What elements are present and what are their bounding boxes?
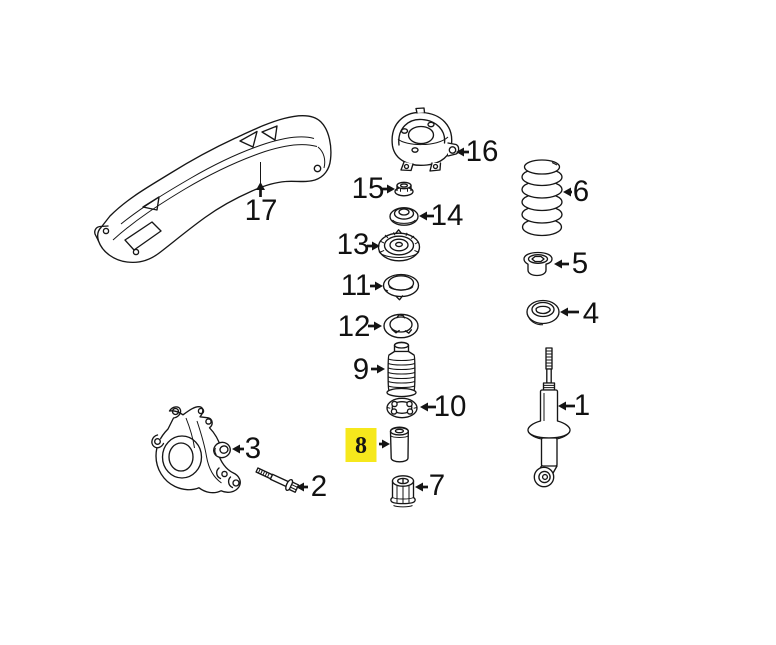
callout-6-label: 6 (573, 175, 589, 208)
callout-10-label: 10 (434, 390, 467, 423)
shock-mount-bracket-drawing (391, 107, 460, 172)
callout-15-label: 15 (352, 172, 385, 205)
callout-16-label: 16 (466, 135, 499, 168)
callout-7-label: 7 (429, 469, 445, 502)
callout-9[interactable]: 9 (353, 353, 385, 386)
callout-1-label: 1 (574, 389, 590, 422)
callout-3-label: 3 (245, 432, 261, 465)
callout-1[interactable]: 1 (558, 389, 590, 422)
callout-4[interactable]: 4 (560, 297, 599, 330)
callout-10[interactable]: 10 (420, 390, 466, 423)
callout-12-label: 12 (338, 310, 371, 343)
callout-7[interactable]: 7 (415, 469, 445, 502)
crossmember-brace-drawing (94, 115, 332, 264)
callout-14-label: 14 (431, 199, 464, 232)
highlight-box (345, 428, 377, 462)
self-locking-nut-drawing (394, 181, 414, 197)
stopper-bushing-drawing (213, 441, 231, 459)
callout-12[interactable]: 12 (338, 310, 382, 343)
callout-6[interactable]: 6 (563, 175, 589, 208)
retainer-ring-drawing (383, 313, 419, 339)
bump-stop-drawing (389, 426, 409, 463)
spring-upper-seat-drawing (377, 229, 421, 262)
callout-8[interactable]: 8 (345, 428, 391, 462)
callout-4-label: 4 (583, 297, 599, 330)
callout-2-label: 2 (311, 470, 327, 503)
callout-9-label: 9 (353, 353, 369, 386)
callout-8-label: 8 (355, 433, 367, 459)
callout-17[interactable]: 17 (245, 162, 278, 227)
knuckle-drawing (151, 406, 241, 494)
callout-3[interactable]: 3 (232, 432, 261, 465)
callout-13[interactable]: 13 (337, 228, 380, 261)
spring-upper-pad-drawing (382, 273, 420, 301)
spring-lower-seat-drawing (523, 251, 553, 277)
callout-11-label: 11 (341, 269, 372, 302)
spring-seat-rubber-drawing (526, 299, 560, 326)
callout-15[interactable]: 15 (352, 172, 395, 205)
knuckle-bolt-drawing (255, 467, 300, 493)
callout-11[interactable]: 11 (341, 269, 383, 302)
callout-17-label: 17 (245, 194, 278, 227)
coil-spring-drawing (521, 159, 563, 237)
dust-cover-boot-drawing (386, 341, 417, 398)
callout-14[interactable]: 14 (419, 199, 463, 232)
callout-13-label: 13 (337, 228, 370, 261)
callout-16[interactable]: 16 (456, 135, 498, 168)
callout-2[interactable]: 2 (296, 470, 327, 503)
callout-5-label: 5 (572, 247, 588, 280)
shock-absorber-drawing (527, 347, 571, 488)
stopper-buffer-drawing (390, 475, 416, 508)
boot-retainer-ring-drawing (386, 397, 418, 419)
callout-5[interactable]: 5 (554, 247, 588, 280)
mount-washer-drawing (389, 207, 419, 226)
